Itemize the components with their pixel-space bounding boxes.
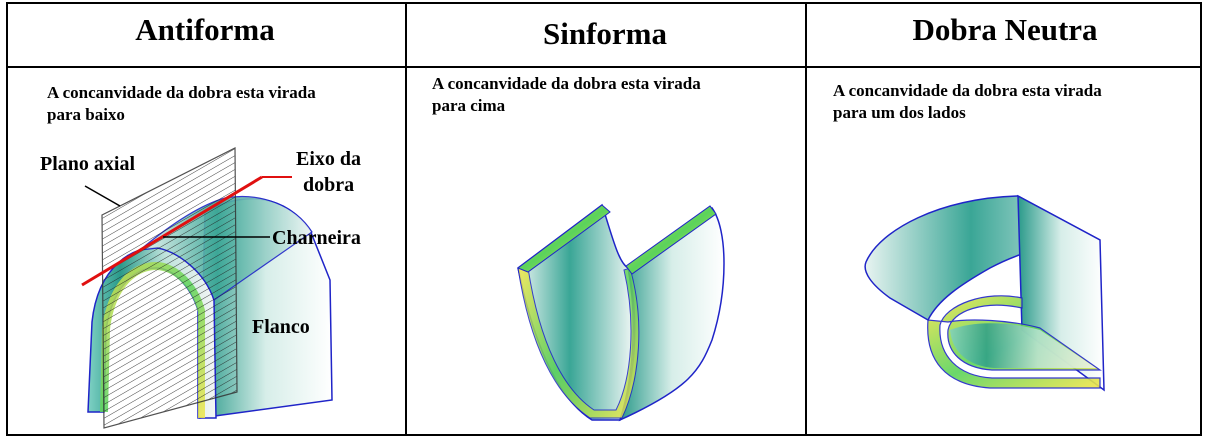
- synform-top-edge-right: [625, 205, 717, 275]
- description-line: A concanvidade da dobra esta virada: [833, 81, 1102, 100]
- description-line: para baixo: [47, 105, 125, 124]
- synform-diagram: [516, 203, 725, 422]
- label-fold-axis-line: Eixo da: [296, 148, 362, 170]
- description-line: para um dos lados: [833, 103, 966, 122]
- column-divider: [405, 4, 407, 434]
- description-dobra-neutra: A concanvidade da dobra esta virada para…: [833, 80, 1102, 124]
- neutral-fold-diagram: [864, 194, 1105, 392]
- neutral-inner-surface: [950, 323, 1096, 368]
- label-fold-axis-line: dobra: [302, 174, 355, 196]
- fold-types-table: [6, 2, 1202, 436]
- description-line: A concanvidade da dobra esta virada: [432, 74, 701, 93]
- synform-top-edge-left: [516, 204, 611, 273]
- header-dobra-neutra: Dobra Neutra: [912, 12, 1098, 47]
- description-antiforma: A concanvidade da dobra esta virada para…: [47, 82, 316, 126]
- antiform-diagram: [81, 147, 333, 429]
- description-sinforma: A concanvidade da dobra esta virada para…: [432, 73, 701, 117]
- label-fold-axis: Eixo da dobra: [296, 146, 361, 198]
- label-hinge: Charneira: [272, 227, 361, 249]
- axial-plane: [101, 147, 238, 429]
- header-antiforma: Antiforma: [135, 12, 275, 47]
- label-limb: Flanco: [252, 316, 310, 338]
- label-axial-plane: Plano axial: [40, 153, 136, 175]
- description-line: para cima: [432, 96, 506, 115]
- header-divider: [8, 66, 1200, 68]
- fold-axis-line: [81, 175, 263, 287]
- column-divider: [805, 4, 807, 434]
- header-sinforma: Sinforma: [543, 16, 667, 51]
- axial-plane-leader: [84, 185, 121, 207]
- description-line: A concanvidade da dobra esta virada: [47, 83, 316, 102]
- synform-layer-band: [517, 267, 640, 419]
